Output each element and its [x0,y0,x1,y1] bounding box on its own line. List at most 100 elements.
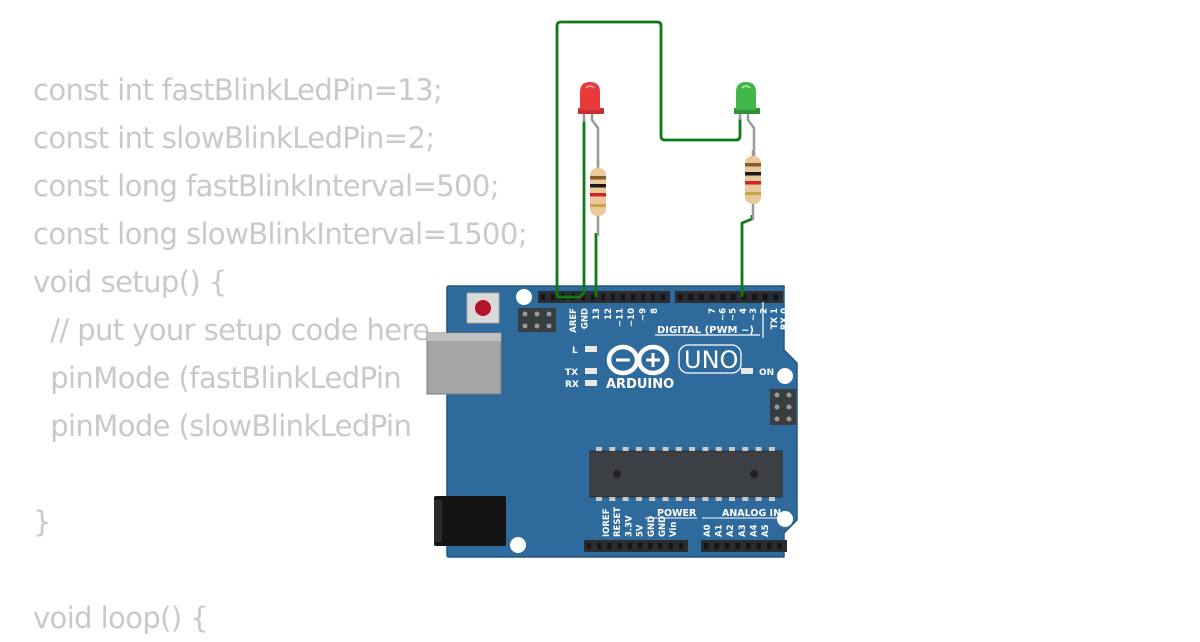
wire-pin2-resistor[interactable] [740,215,754,297]
reset-button-cap[interactable] [475,300,491,316]
header-socket[interactable] [762,294,768,300]
rx-led-label: RX [565,380,579,390]
chip-pin [768,447,775,451]
header-socket[interactable] [714,543,720,549]
pin-label: GND [581,308,591,329]
chip-pin [622,497,629,501]
header-socket[interactable] [725,543,730,549]
header-socket[interactable] [746,543,751,549]
wire-gnd-green-led[interactable] [555,20,742,297]
power-label: POWER [657,508,697,519]
header-socket[interactable] [661,294,665,300]
header-socket[interactable] [658,543,663,549]
chip-pin [662,447,669,451]
header-body [701,540,787,552]
header-socket[interactable] [678,543,683,549]
header-socket[interactable] [720,294,725,300]
tx-led [585,368,597,374]
code-editor[interactable]: const int fastBlinkLedPin=13;const int s… [33,66,528,642]
pin-label: 5V [636,524,646,537]
pin-label: ~11 [615,308,625,327]
chip-pin [715,497,722,501]
chip-pin [622,447,629,451]
l-led [585,346,597,352]
code-line: } [33,505,51,539]
analog-label: ANALOG IN [722,508,781,519]
on-led-label: ON [759,368,774,378]
uno-badge [678,344,742,374]
header-socket[interactable] [767,543,772,549]
code-line: const int fastBlinkLedPin=13; [33,73,443,107]
pin-label: 7 [708,308,718,314]
header-socket[interactable] [741,294,747,300]
header-socket[interactable] [651,294,655,300]
icsp-header [518,308,556,332]
pin-label: RESET [613,507,623,537]
chip-pin [742,497,749,501]
header-socket[interactable] [709,294,715,300]
header-socket[interactable] [777,543,783,549]
pin-label: ~9 [639,308,649,321]
header-socket[interactable] [591,294,595,300]
resistor-green-led[interactable] [745,150,761,220]
header-socket[interactable] [752,294,757,300]
header-socket[interactable] [627,543,632,549]
tx-led-label: TX [565,368,578,378]
header-socket[interactable] [551,294,555,300]
header-socket[interactable] [704,543,709,549]
chip-pin [635,447,642,451]
chip-pin [768,497,775,501]
pin-label: GND [658,516,668,537]
code-line: pinMode (slowBlinkLedPin [33,409,412,443]
pin-label: TX 1 [770,308,780,329]
board-brand: ARDUINO [606,377,674,392]
header-socket[interactable] [581,294,585,300]
header-socket[interactable] [597,543,602,549]
header-socket[interactable] [731,294,736,300]
header-socket[interactable] [756,543,762,549]
mount-hole [777,511,793,527]
rx-led [585,380,597,386]
header-socket[interactable] [735,543,741,549]
pin-label: 4 [739,308,749,314]
header-socket[interactable] [631,294,635,300]
header-socket[interactable] [641,294,645,300]
header-socket[interactable] [668,543,673,549]
chip-pin [755,447,762,451]
header-socket[interactable] [607,543,612,549]
code-line: const long fastBlinkInterval=500; [33,169,500,203]
header-socket[interactable] [611,294,615,300]
header-socket[interactable] [621,294,625,300]
header-socket[interactable] [678,294,683,300]
header-socket[interactable] [617,543,622,549]
chip-pin [755,497,762,501]
chip-pin [596,447,602,451]
header-socket[interactable] [699,294,704,300]
header-socket[interactable] [688,294,694,300]
chip-pin [689,447,696,451]
pin-label: GND [647,516,657,537]
resistor-red-led[interactable] [590,160,606,236]
wire-gnd-red-led[interactable] [557,120,586,299]
red-led[interactable] [578,82,604,165]
pin-label: ~10 [627,308,637,327]
chip-pin [675,447,682,451]
header-socket[interactable] [541,294,545,300]
power-jack [434,496,506,546]
header-socket[interactable] [773,294,778,300]
chip-pin [729,447,735,451]
pin-label: A2 [726,524,736,537]
header-socket[interactable] [587,543,592,549]
pin-label: RX 0 [780,308,790,330]
pin-label: A0 [703,524,713,537]
chip-pin [729,497,735,501]
header-socket[interactable] [638,543,643,549]
header-socket[interactable] [601,294,605,300]
header-socket[interactable] [648,543,653,549]
pin-label: ~5 [729,308,739,321]
chip-pin [715,447,722,451]
green-led[interactable] [734,82,760,160]
